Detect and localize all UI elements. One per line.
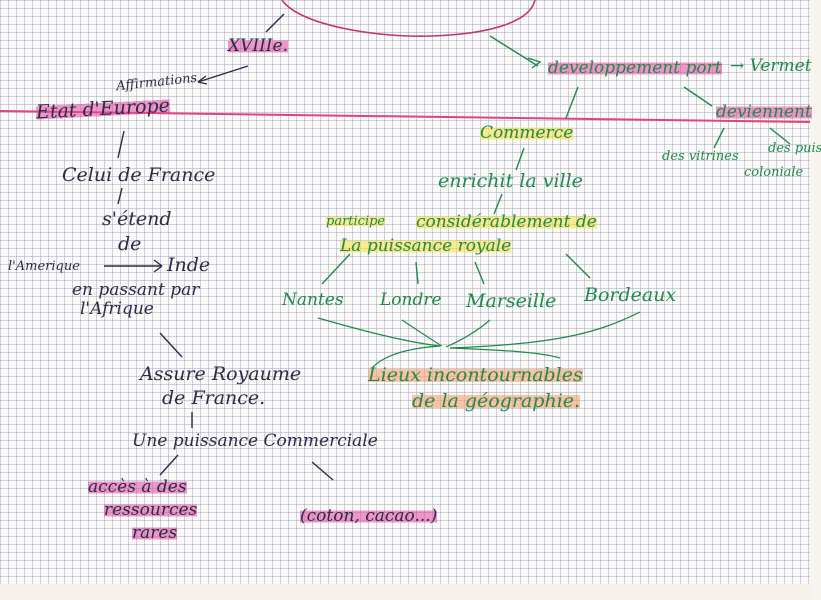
note-de-la-geographie: de la géographie. [412, 390, 581, 412]
connector-oval-developpement [489, 35, 539, 67]
page-bottom-edge [0, 584, 821, 600]
connector-royale-londre [415, 261, 419, 285]
note-enrichit-la-ville: enrichit la ville [438, 170, 583, 192]
fan-collector-left [371, 345, 441, 369]
note-xviiie: XVIIIe. [228, 36, 288, 56]
connector-puissance-acces [159, 454, 179, 476]
note-londre: Londre [380, 290, 442, 310]
note-puissance-royale: La puissance royale [340, 236, 512, 256]
connector-europe-france [117, 130, 125, 159]
note-de-france: de France. [162, 387, 266, 409]
note-bordeaux: Bordeaux [584, 284, 677, 306]
top-oval [281, 0, 536, 38]
connector-royale-bordeaux [565, 253, 591, 279]
connector-deviennent-puiss [769, 127, 791, 145]
note-nantes: Nantes [282, 290, 344, 310]
connector-royale-nantes [321, 253, 351, 285]
note-en-passant-par: en passant par [72, 280, 200, 300]
note-afrique: l'Afrique [80, 299, 154, 319]
connector-royale-marseille [474, 261, 485, 285]
note-considerablement: considérablement de [416, 212, 597, 232]
note-coloniale: coloniale [744, 165, 804, 180]
note-de: de [118, 233, 142, 255]
note-acces: accès à des [88, 477, 187, 497]
note-des-puiss: des puiss [768, 141, 821, 156]
note-marseille: Marseille [466, 290, 557, 312]
note-coton-cacao: (coton, cacao...) [300, 506, 438, 526]
note-lieux-incontournables: Lieux incontournables [368, 364, 583, 386]
connector-enrichit-participe [493, 193, 503, 215]
note-arrow-vermet: → Vermet [730, 56, 812, 76]
connector-commerce-enrichit [515, 147, 525, 171]
connector-developpement-deviennent [683, 86, 713, 107]
note-participe: participe [326, 214, 386, 229]
connector-deviennent-vitrines [713, 127, 725, 149]
note-s-etend: s'étend [102, 208, 172, 230]
note-assure-royaume: Assure Royaume [140, 363, 302, 385]
connector-puissance-coton [311, 461, 334, 481]
note-amerique: l'Amerique [8, 259, 80, 274]
note-celui-de-france: Celui de France [62, 164, 216, 186]
fan-collector-right [449, 347, 561, 359]
note-commerce: Commerce [480, 123, 574, 143]
connector-france-etend [117, 187, 123, 205]
fan-londre [401, 319, 443, 347]
arrow-head-inde [153, 259, 163, 273]
page-right-edge [810, 0, 821, 600]
note-developpement-port: developpement port [548, 58, 722, 78]
note-deviennent: deviennent [716, 102, 812, 122]
fan-marseille [445, 319, 491, 348]
connector-xviiie-up [265, 13, 285, 33]
connector-xviiie-affirmations [197, 65, 249, 83]
note-ressources: ressources [104, 500, 198, 520]
connector-developpement-commerce [565, 86, 579, 119]
note-une-puissance: Une puissance Commerciale [132, 431, 378, 451]
note-rares: rares [132, 523, 178, 543]
arrow-head-affirmations [197, 75, 208, 85]
note-des-vitrines: des vitrines [662, 149, 739, 164]
connector-afrique-assure [159, 332, 183, 358]
fan-bordeaux [449, 311, 641, 349]
arrow-head-developpement [527, 57, 542, 69]
note-inde: Inde [167, 254, 211, 276]
fan-nantes [317, 317, 441, 347]
